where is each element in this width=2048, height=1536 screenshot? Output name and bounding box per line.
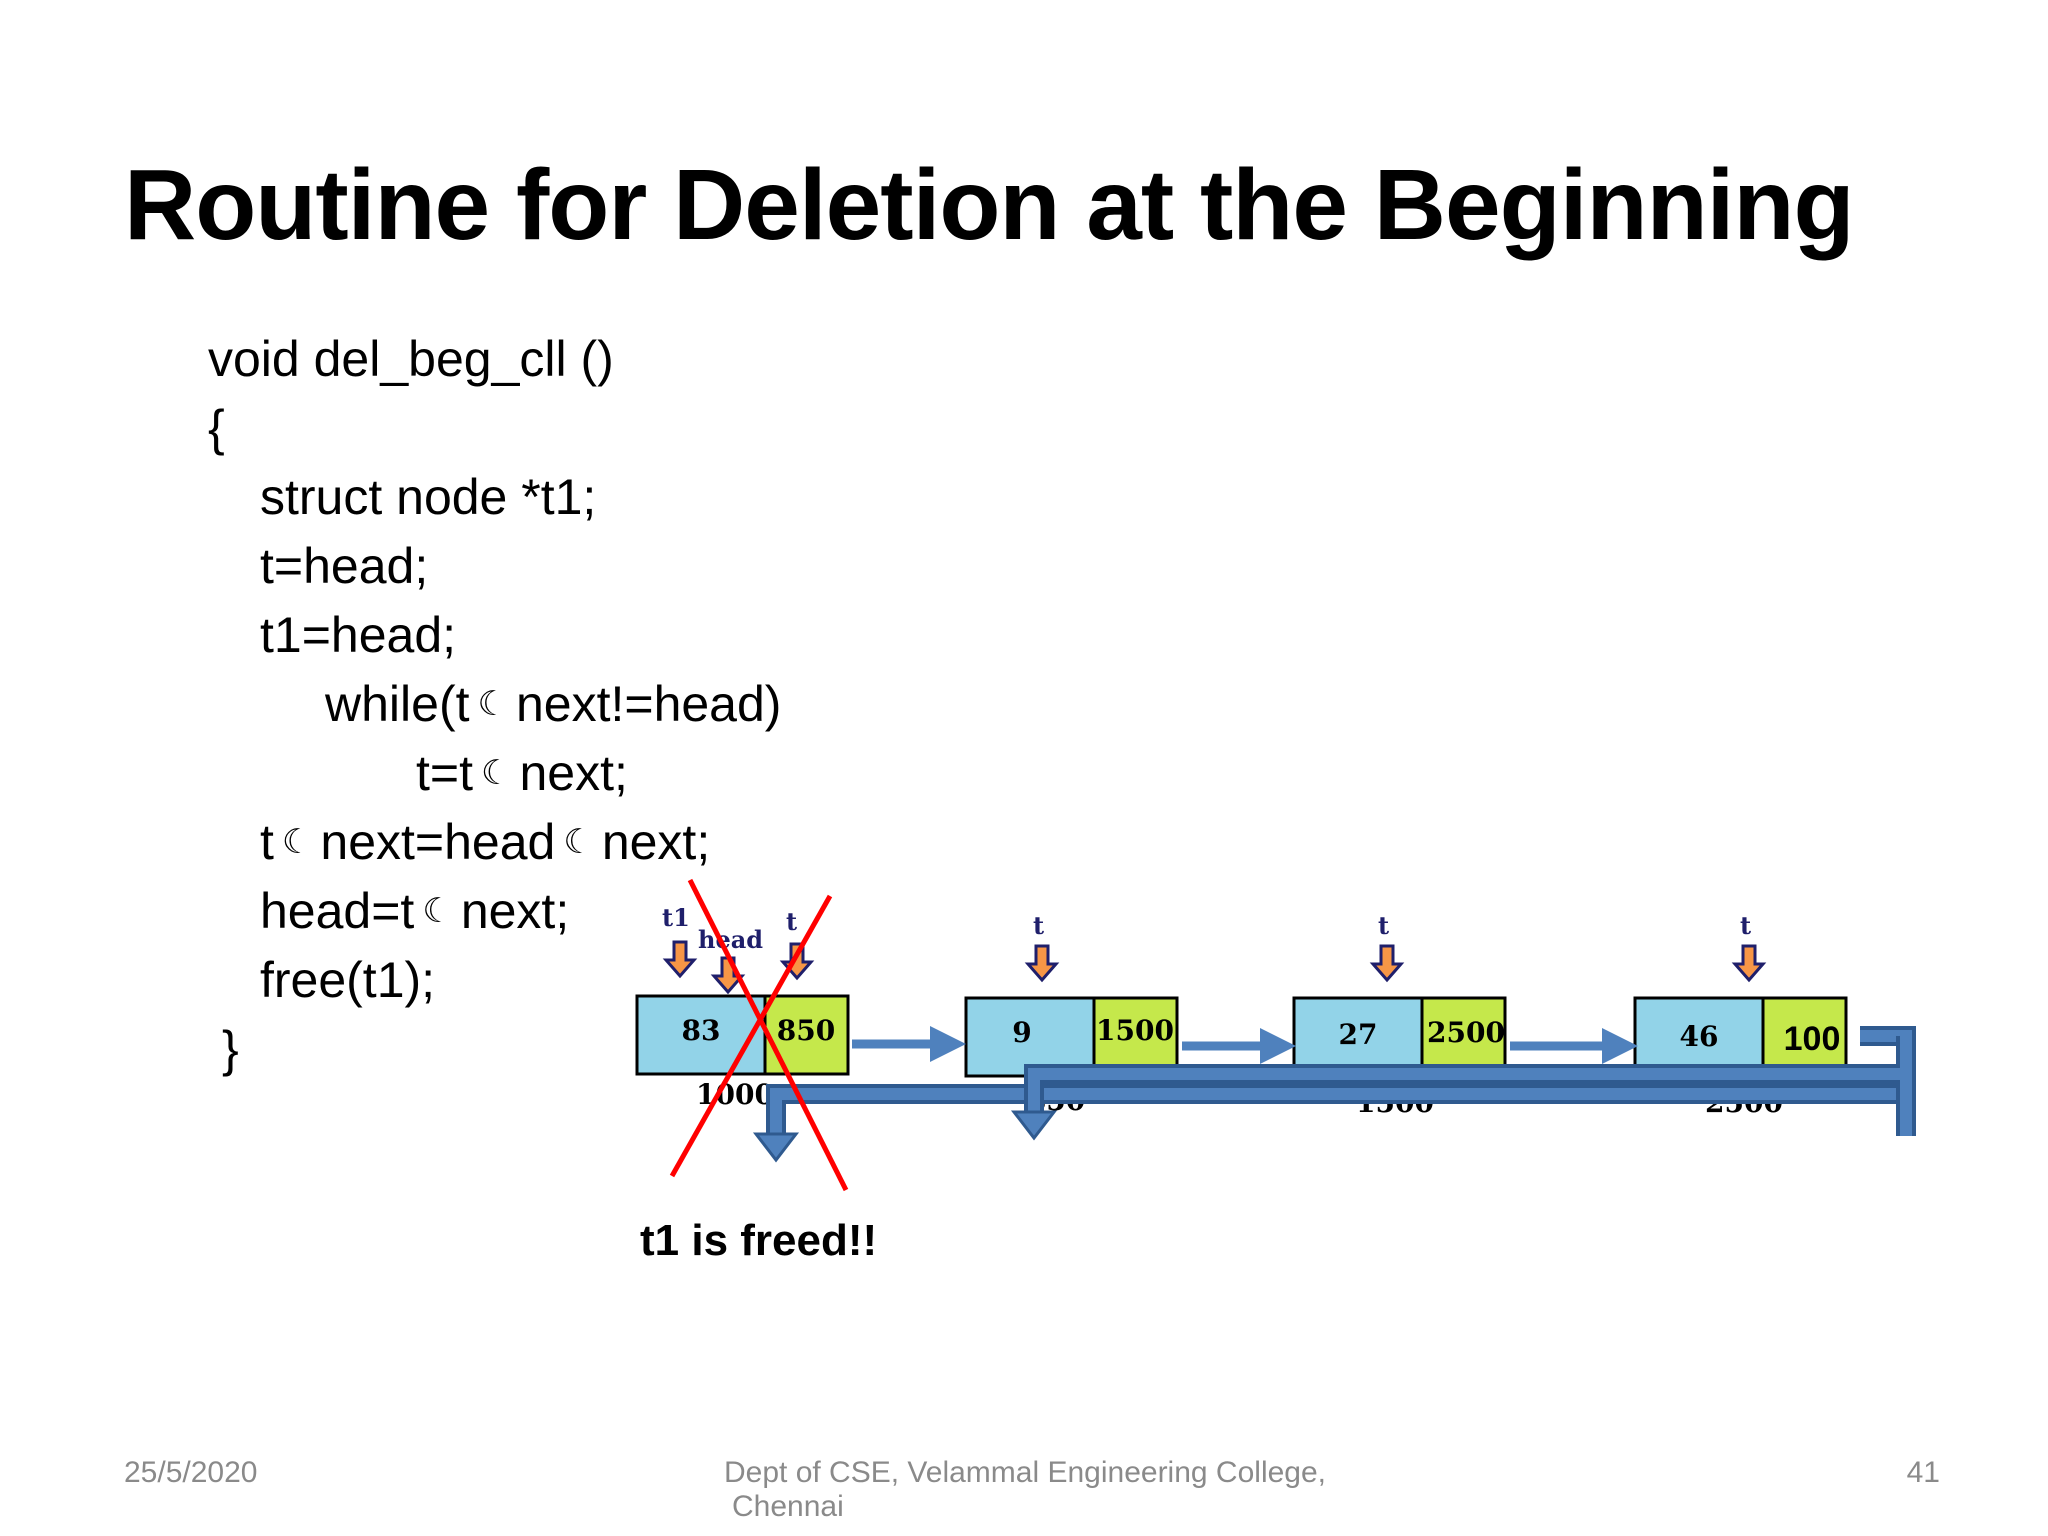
node-3-next: 2500	[1427, 1016, 1505, 1049]
down-arrow-icon	[710, 956, 746, 995]
code-block: void del_beg_cll () { struct node *t1; t…	[208, 325, 781, 1084]
node-4-next: 100	[1784, 1020, 1841, 1058]
code-line-11: }	[222, 1021, 239, 1077]
deleted-cross-icon	[669, 878, 849, 1192]
code-line-1: void del_beg_cll ()	[208, 331, 614, 387]
pointer-label-head: head	[698, 925, 763, 954]
node-2-next-cell	[1092, 996, 1179, 1078]
pointer-label-t-1: t	[786, 907, 797, 936]
code-line-10: free(t1);	[260, 952, 436, 1008]
node-4-next-cell	[1761, 996, 1848, 1078]
node-1-next: 850	[777, 1014, 835, 1047]
node-2-data: 9	[1012, 1016, 1031, 1049]
node-1-data: 83	[682, 1014, 721, 1047]
code-line-7: t=t☾next;	[416, 745, 628, 801]
footer-page-number: 41	[1906, 1456, 1940, 1489]
node-3-data-cell	[1292, 996, 1424, 1078]
pointer-label-t-4: t	[1740, 911, 1751, 940]
footer-date: 25/5/2020	[124, 1456, 258, 1489]
circular-link-new	[1010, 1036, 1916, 1141]
node-4-data: 46	[1680, 1020, 1719, 1053]
code-line-9: head=t☾next;	[260, 883, 570, 939]
pointer-arrow-icon: ☾	[422, 891, 453, 931]
code-line-5: t1=head;	[260, 607, 457, 663]
code-line-6: while(t☾next!=head)	[325, 676, 782, 732]
node-1-address: 1000	[696, 1078, 774, 1111]
code-line-4: t=head;	[260, 538, 429, 594]
footer-institution: Dept of CSE, Velammal Engineering Colleg…	[724, 1456, 1424, 1524]
node-3-data: 27	[1339, 1018, 1378, 1051]
node-1-data-cell	[635, 994, 767, 1076]
down-arrow-icon	[662, 940, 698, 979]
pointer-arrow-icon: ☾	[281, 822, 313, 862]
pointer-arrow-icon: ☾	[477, 684, 508, 724]
pointer-label-t-2: t	[1033, 911, 1044, 940]
code-line-3: struct node *t1;	[260, 469, 597, 525]
down-arrow-icon	[1369, 944, 1405, 983]
code-line-2: {	[208, 400, 225, 456]
down-arrow-icon	[1731, 944, 1767, 983]
code-line-8: t☾next=head☾next;	[260, 814, 711, 870]
pointer-arrow-icon: ☾	[480, 753, 512, 793]
footer-institution-line-1: Dept of CSE, Velammal Engineering Colleg…	[724, 1456, 1326, 1489]
node-2-data-cell	[964, 996, 1096, 1078]
node-2-next: 1500	[1096, 1014, 1174, 1047]
footer-institution-line-2: Chennai	[732, 1490, 844, 1523]
freed-caption: t1 is freed!!	[640, 1216, 878, 1265]
slide-title: Routine for Deletion at the Beginning	[124, 149, 1855, 261]
pointer-label-t1: t1	[662, 903, 690, 932]
pointer-label-t-3: t	[1378, 911, 1389, 940]
down-arrow-icon	[1024, 944, 1060, 983]
pointer-arrow-icon: ☾	[563, 822, 594, 862]
